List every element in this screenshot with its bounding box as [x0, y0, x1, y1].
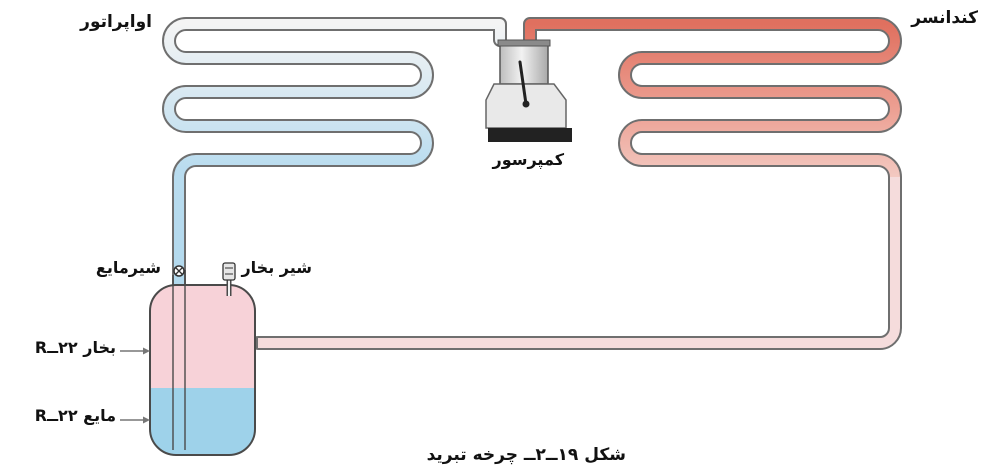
liquid-r22-label: مایع ۲۲ــR	[34, 406, 116, 425]
vapor-r22-label: بخار ۲۲ــR	[34, 338, 116, 357]
compressor	[485, 39, 572, 142]
receiver-tank	[149, 270, 256, 456]
vapor-valve-label: شیر بخار	[241, 258, 312, 277]
receiver-tank-outline	[149, 284, 256, 456]
liquid-valve	[173, 265, 185, 277]
figure-caption: شکل ۱۹ــ۲ــ چرخه تبرید	[426, 445, 626, 465]
vapor-arrow	[120, 347, 150, 355]
compressor-base	[488, 128, 572, 142]
condenser-label: کندانسر	[911, 8, 978, 28]
condenser-coil	[251, 17, 902, 350]
compressor-cylinder	[499, 43, 549, 85]
compressor-label: کمپرسور	[492, 150, 565, 169]
evaporator-coil	[162, 17, 507, 447]
vapor-valve	[222, 262, 236, 296]
liquid-arrow	[120, 416, 150, 424]
evaporator-label: اواپراتور	[80, 12, 152, 32]
liquid-valve-label: شیرمایع	[95, 258, 161, 277]
